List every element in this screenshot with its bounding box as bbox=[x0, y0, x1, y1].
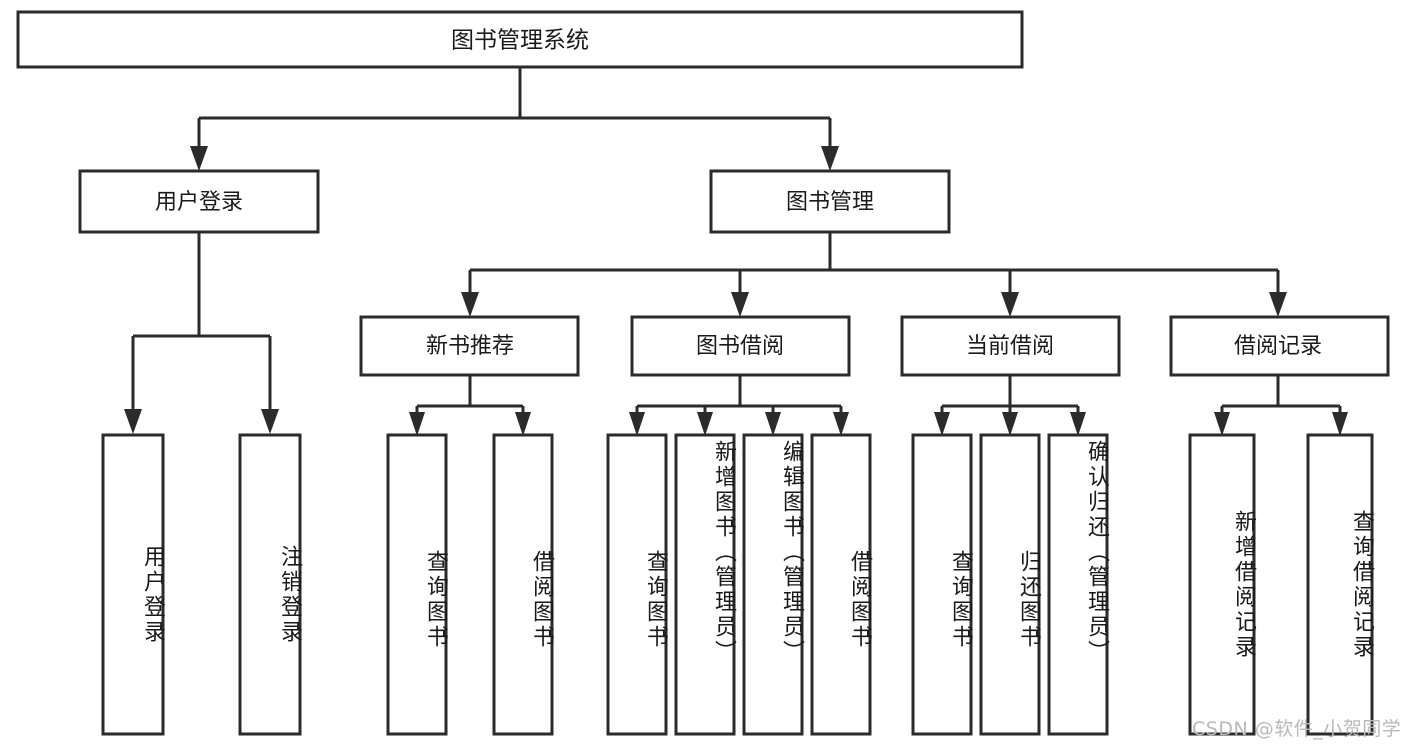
node-user-login-box[interactable] bbox=[78, 169, 320, 234]
leaf-borrow-record-1-box[interactable] bbox=[1188, 433, 1256, 736]
node-borrow-record-label: 借阅记录 bbox=[1234, 334, 1322, 359]
arrowhead-bookborrow-leaf2 bbox=[697, 412, 713, 436]
leaf-user-login-1-box[interactable] bbox=[101, 433, 165, 736]
node-boxes: 图书管理系统 用户登录 图书管理 新书推荐 图书借阅 当前借阅 借阅记录 bbox=[16, 10, 1390, 736]
node-new-book-recommend-box[interactable] bbox=[359, 315, 580, 377]
arrowhead-borrowrecord-leaf1 bbox=[1214, 412, 1230, 436]
arrowhead-bookborrow-leaf3 bbox=[765, 412, 781, 436]
leaf-new-book-2-box[interactable] bbox=[492, 433, 554, 736]
leaf-book-borrow-3-box[interactable] bbox=[742, 433, 804, 736]
node-book-borrow-label: 图书借阅 bbox=[696, 334, 784, 359]
leaf-new-book-1-box[interactable] bbox=[386, 433, 448, 736]
arrowhead-newbook-leaf2 bbox=[515, 412, 531, 436]
leaf-current-borrow-1-box[interactable] bbox=[911, 433, 973, 736]
node-root-label: 图书管理系统 bbox=[451, 28, 589, 54]
csdn-watermark: CSDN @软件_小贺同学 bbox=[1192, 718, 1402, 740]
node-book-borrow-box[interactable] bbox=[630, 315, 851, 377]
node-borrow-record-box[interactable] bbox=[1169, 315, 1390, 377]
arrowhead-borrowrecord bbox=[1269, 292, 1287, 317]
arrowhead-user-login bbox=[190, 146, 208, 171]
leaf-user-login-2-box[interactable] bbox=[238, 433, 302, 736]
arrowhead-currentborrow-leaf3 bbox=[1070, 412, 1086, 436]
node-new-book-recommend-label: 新书推荐 bbox=[426, 334, 514, 359]
arrowhead-currentborrow-leaf1 bbox=[934, 412, 950, 436]
leaf-current-borrow-2-box[interactable] bbox=[979, 433, 1041, 736]
arrowhead-bookborrow bbox=[731, 292, 749, 317]
leaf-book-borrow-2-box[interactable] bbox=[674, 433, 736, 736]
arrowhead-newbook-leaf1 bbox=[409, 412, 425, 436]
node-book-mgmt-box[interactable] bbox=[709, 169, 951, 234]
leaf-borrow-record-2-box[interactable] bbox=[1306, 433, 1374, 736]
arrowhead-currentborrow bbox=[1001, 292, 1019, 317]
arrowhead-newbook bbox=[461, 292, 479, 317]
arrowhead-userlogin-leaf1 bbox=[124, 409, 142, 434]
leaf-current-borrow-3-box[interactable] bbox=[1047, 433, 1109, 736]
node-user-login-label: 用户登录 bbox=[155, 190, 243, 215]
arrowhead-bookborrow-leaf4 bbox=[833, 412, 849, 436]
arrow-heads bbox=[124, 146, 1348, 436]
arrowhead-borrowrecord-leaf2 bbox=[1332, 412, 1348, 436]
node-root-box[interactable] bbox=[16, 10, 1024, 69]
node-book-mgmt-label: 图书管理 bbox=[786, 190, 874, 215]
arrowhead-book-mgmt bbox=[821, 146, 839, 171]
node-current-borrow-box[interactable] bbox=[900, 315, 1121, 377]
node-current-borrow-label: 当前借阅 bbox=[966, 334, 1054, 359]
leaf-book-borrow-1-box[interactable] bbox=[606, 433, 668, 736]
arrowhead-currentborrow-leaf2 bbox=[1002, 412, 1018, 436]
leaf-book-borrow-4-box[interactable] bbox=[810, 433, 872, 736]
arrowhead-bookborrow-leaf1 bbox=[629, 412, 645, 436]
arrowhead-userlogin-leaf2 bbox=[261, 409, 279, 434]
